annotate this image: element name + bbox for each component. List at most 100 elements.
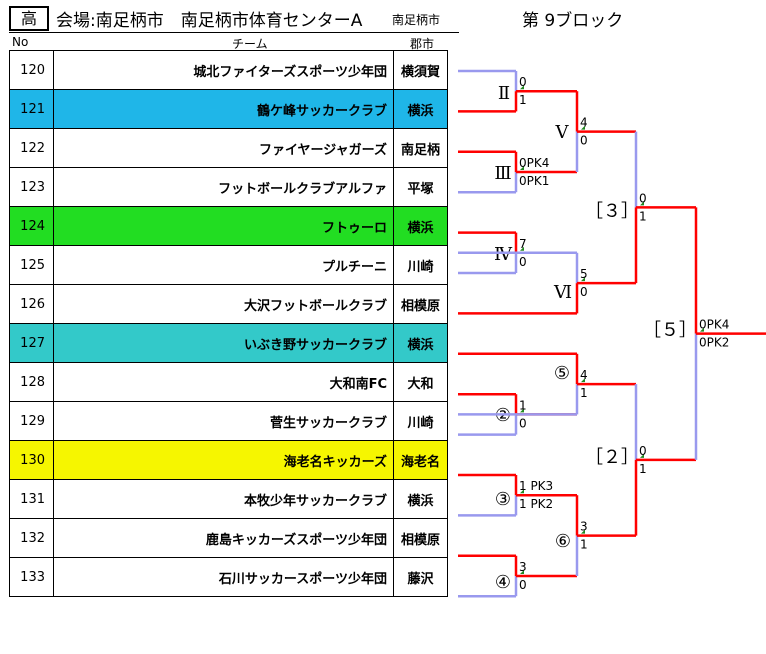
match-score-top: 1 PK3 [519,479,553,493]
winner-marker [640,453,644,458]
block-title: 第 9ブロック [522,11,624,31]
team-city: 横浜 [393,206,448,246]
match-score-bottom: 1 PK2 [519,497,553,511]
team-city: 横浜 [393,323,448,363]
match-score-bottom: 0 [519,416,527,430]
winner-marker [520,166,524,170]
match-score-top: 7 [519,237,527,251]
team-number: 125 [9,245,54,285]
match-score-top: 4 [580,116,588,130]
team-number: 130 [9,440,54,480]
team-city: 相模原 [393,518,448,558]
match-label: ⑥ [555,531,571,552]
team-name: ファイヤージャガーズ [53,128,394,168]
team-city: 川崎 [393,401,448,441]
venue-title: 会場:南足柄市 南足柄市体育センターA [56,11,363,31]
team-city: 川崎 [393,245,448,285]
match-score-top: 0 [639,444,647,458]
team-number: 132 [9,518,54,558]
match-label: ⑤ [554,363,570,384]
match-score-bottom: 0PK2 [699,336,729,350]
match-label: Ⅲ [494,163,511,184]
match-label: Ⅳ [494,244,513,265]
winner-marker [520,85,524,90]
header-rule [9,32,459,33]
match-score-top: 4 [580,368,588,382]
match-score-top: 5 [580,267,588,281]
winner-marker [520,408,524,413]
team-number: 133 [9,557,54,597]
match-score-bottom: 0 [519,255,527,269]
team-name: フットボールクラブアルファ [53,167,394,207]
match-label: ［２］ [585,447,639,468]
team-name: プルチーニ [53,245,394,285]
match-score-bottom: 1 [580,538,588,552]
team-city: 平塚 [393,167,448,207]
winner-marker [520,246,524,251]
team-name: いぶき野サッカークラブ [53,323,394,363]
team-number: 129 [9,401,54,441]
team-name: 石川サッカースポーツ少年団 [53,557,394,597]
match-label: ［３］ [585,201,639,222]
team-number: 121 [9,89,54,129]
match-score-bottom: 1 [639,209,647,223]
winner-marker [581,125,585,130]
match-score-top: 0 [639,191,647,205]
winner-marker [581,378,585,383]
match-score-top: 0PK4 [519,156,549,170]
team-number: 128 [9,362,54,402]
team-city: 横浜 [393,479,448,519]
match-score-bottom: 0PK1 [519,174,549,188]
team-city: 藤沢 [393,557,448,597]
team-name: 海老名キッカーズ [53,440,394,480]
winner-marker [520,489,524,494]
winner-marker [640,201,644,206]
col-header-team: チーム [232,37,268,51]
match-score-top: 3 [519,560,527,574]
col-header-city: 郡市 [410,37,435,51]
match-label: ［５］ [643,320,697,341]
match-score-bottom: 1 [639,462,647,476]
match-score-bottom: 0 [519,578,527,592]
team-number: 124 [9,206,54,246]
match-score-top: 0PK4 [699,318,729,332]
match-score-top: 1 [519,398,527,412]
match-score-bottom: 1 [519,93,527,107]
winner-marker [581,277,585,282]
match-score-top: 0 [519,75,527,89]
match-label: Ⅴ [555,122,570,143]
team-name: 本牧少年サッカークラブ [53,479,394,519]
match-label: ③ [495,489,511,510]
team-number: 122 [9,128,54,168]
team-name: 大和南FC [53,362,394,402]
team-city: 相模原 [393,284,448,324]
match-score-top: 3 [580,520,588,534]
match-label: ④ [495,572,511,593]
winner-marker [520,570,524,574]
team-name: 鶴ケ峰サッカークラブ [53,89,394,129]
match-label: Ⅱ [498,83,510,104]
match-label: Ⅵ [553,282,572,303]
match-score-bottom: 0 [580,134,588,148]
winner-marker [700,327,704,332]
col-header-no: No [12,35,29,49]
winner-marker [581,529,585,534]
team-name: フトゥーロ [53,206,394,246]
venue-city: 南足柄市 [392,13,441,27]
team-number: 127 [9,323,54,363]
